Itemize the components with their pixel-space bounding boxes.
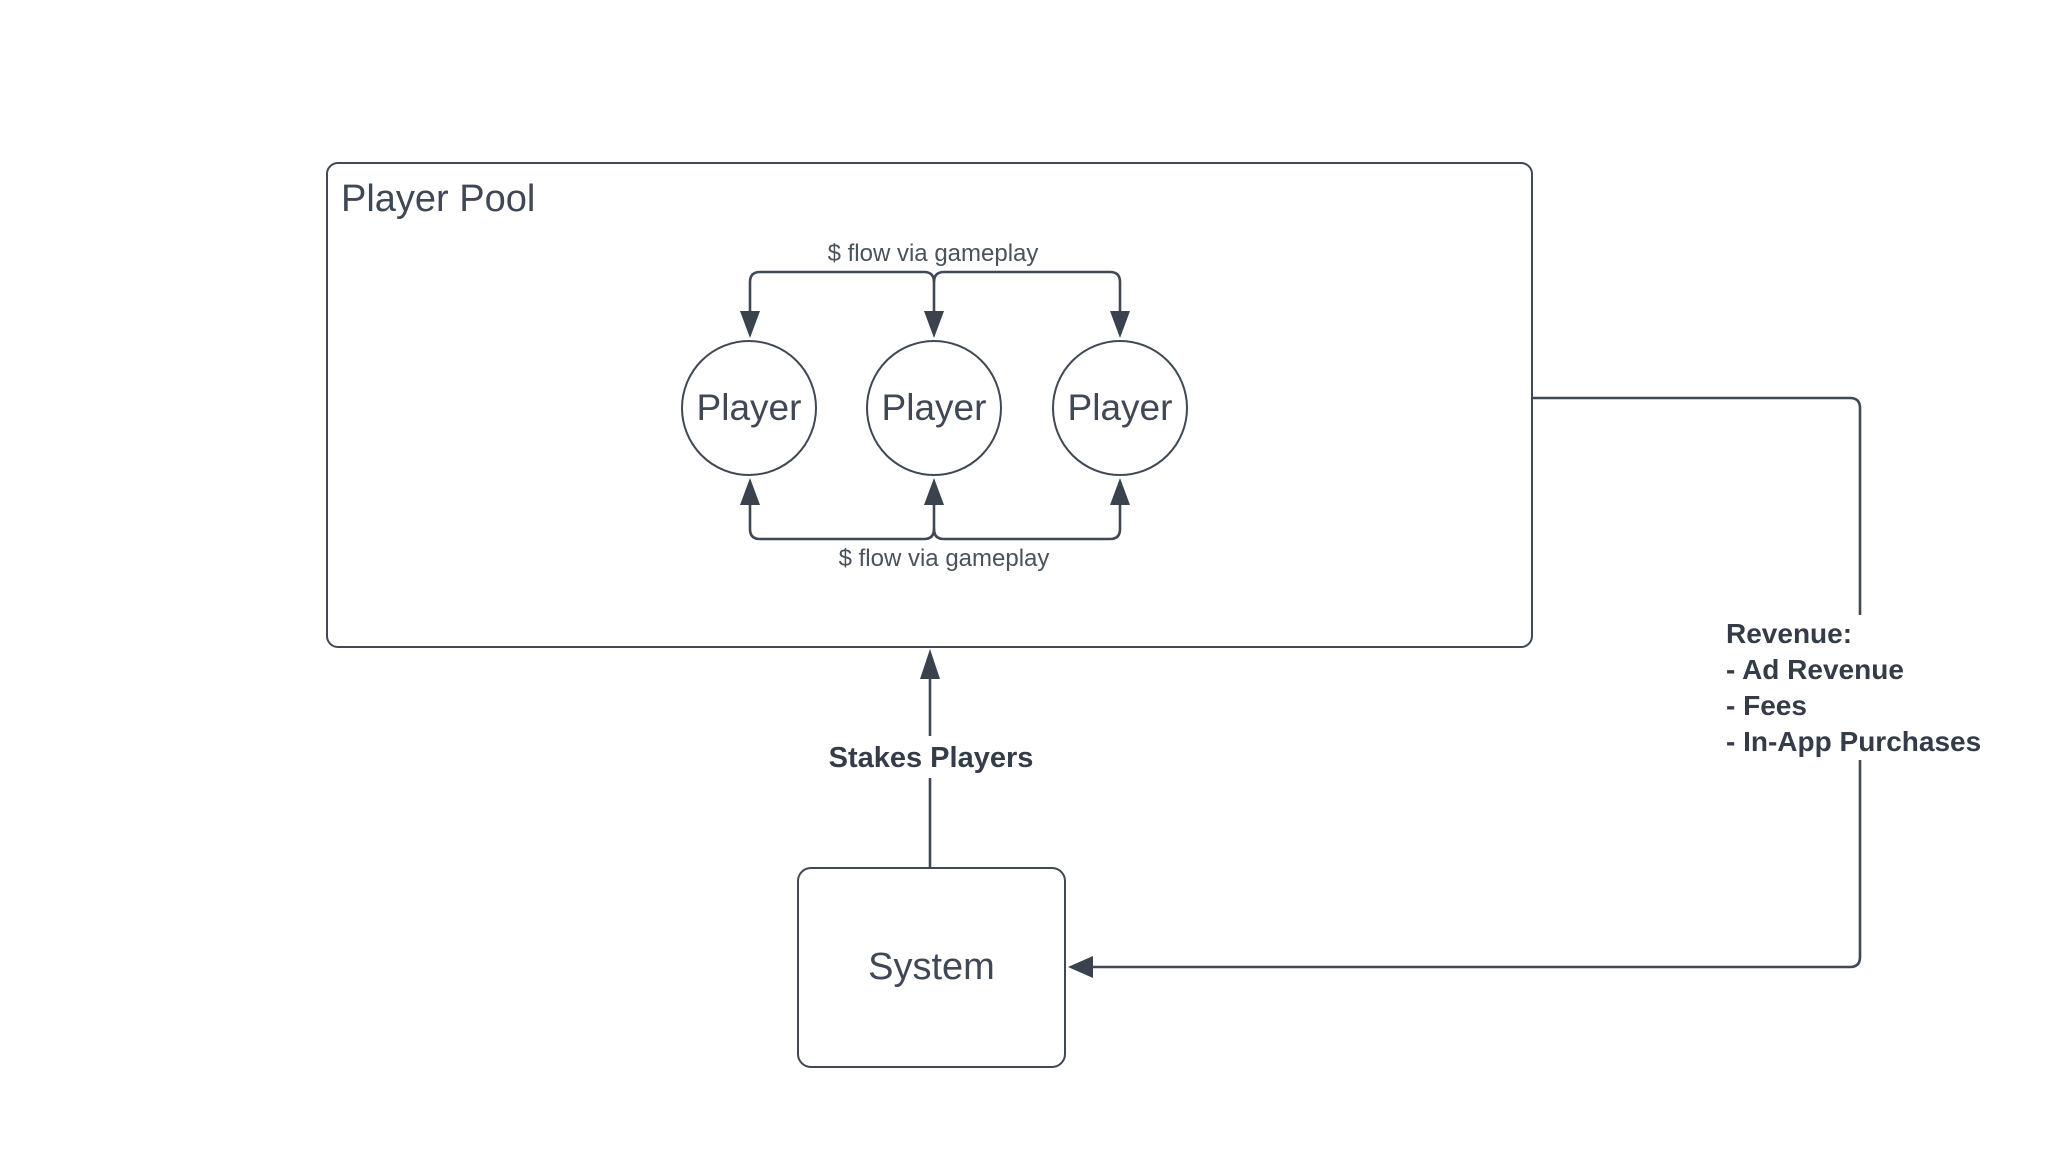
system-node: System <box>797 867 1066 1068</box>
arrowhead-left-system <box>1068 956 1093 978</box>
player-node-3: Player <box>1052 340 1188 476</box>
revenue-note-line-1: Revenue: <box>1726 618 1853 649</box>
player-node-3-label: Player <box>1067 387 1173 428</box>
arrowhead-up-pool <box>920 649 940 679</box>
stakes-players-label: Stakes Players <box>828 742 1034 774</box>
revenue-note-line-3: - Fees <box>1726 690 1807 721</box>
revenue-note: Revenue: - Ad Revenue - Fees - In-App Pu… <box>1726 616 1981 760</box>
player-node-2-label: Player <box>881 387 987 428</box>
revenue-note-line-2: - Ad Revenue <box>1726 654 1904 685</box>
player-node-1: Player <box>681 340 817 476</box>
top-flow-label: $ flow via gameplay <box>827 240 1039 267</box>
bottom-flow-label: $ flow via gameplay <box>838 545 1050 572</box>
system-node-label: System <box>868 946 995 988</box>
player-node-1-label: Player <box>696 387 802 428</box>
player-pool-title: Player Pool <box>341 178 536 220</box>
player-node-2: Player <box>866 340 1002 476</box>
revenue-note-line-4: - In-App Purchases <box>1726 726 1982 757</box>
